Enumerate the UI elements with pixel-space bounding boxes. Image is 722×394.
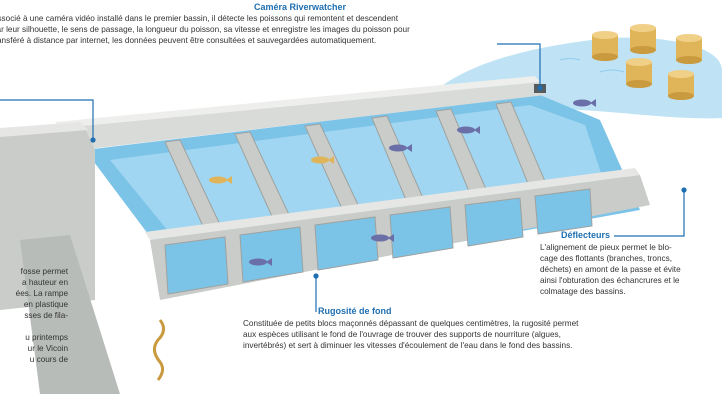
camera-text-line-3: transféré à distance par internet, les d… [0,36,377,45]
back-wall [60,82,545,150]
back-wall-top [55,76,540,128]
left-fragment-line: fosse permet [20,267,68,276]
front-wall-windows [164,188,593,295]
left-fragment-line: u printemps [25,333,68,342]
left-end-wall-top [0,122,88,137]
rugosite-text: Constituée de petits blocs maçonnés dépa… [243,318,717,351]
left-fragment-line: en plastique [23,300,68,309]
rugosite-line: aux espèces utilisant le fond de l'ouvra… [243,330,561,339]
ramp [20,235,120,394]
deflecteurs-line: ainsi l'obturation des échancrures et le [540,276,680,285]
deflecteurs-title: Déflecteurs [560,230,610,240]
deflecteurs-text: L'alignement de pieux permet le blo- cag… [540,242,710,297]
deflecteurs-line: déchets) en amont de la passe et évite [540,265,681,274]
leader-lines [0,43,687,312]
deflecteurs-line: cage des flottants (branches, troncs, [540,254,672,263]
deflecteurs-line: colmatage des bassins. [540,287,626,296]
left-fragment-line: sses de fila- [24,311,68,320]
deflector-piles [592,24,702,100]
rugosite-title: Rugosité de fond [318,306,392,316]
fish [249,258,272,266]
deflecteurs-line: L'alignement de pieux permet le blo- [540,243,672,252]
fish [371,234,394,242]
left-fragment-line [0,321,68,332]
rugosite-line: Constituée de petits blocs maçonnés dépa… [243,319,579,328]
left-fragment-line: a hauteur en [22,278,68,287]
fish [457,126,480,134]
pile [630,24,656,54]
pile [626,58,652,88]
camera-text-block: Associé à une caméra vidéo installé dans… [0,13,540,49]
camera-title: Caméra Riverwatcher [253,2,347,12]
left-fragment-line: ées. La rampe [15,289,68,298]
camera-text-line-2: par leur silhouette, le sens de passage,… [0,25,410,34]
front-wall-top [145,168,640,240]
pile [676,34,702,64]
fish-group [209,99,596,266]
fish [573,99,596,107]
left-fragment-line: ur le Vicoin [27,344,68,353]
pile [592,31,618,61]
fish [389,144,412,152]
rugosite-line: invertébrés) et sert à diminuer les vite… [243,341,573,350]
eel [153,319,165,381]
left-text-fragment: fosse permet a hauteur en ées. La rampe … [0,266,70,365]
fish [311,156,334,164]
pile [668,70,694,100]
fish [209,176,232,184]
camera-text-line-1: Associé à une caméra vidéo installé dans… [0,14,398,23]
left-fragment-line: u cours de [29,355,68,364]
